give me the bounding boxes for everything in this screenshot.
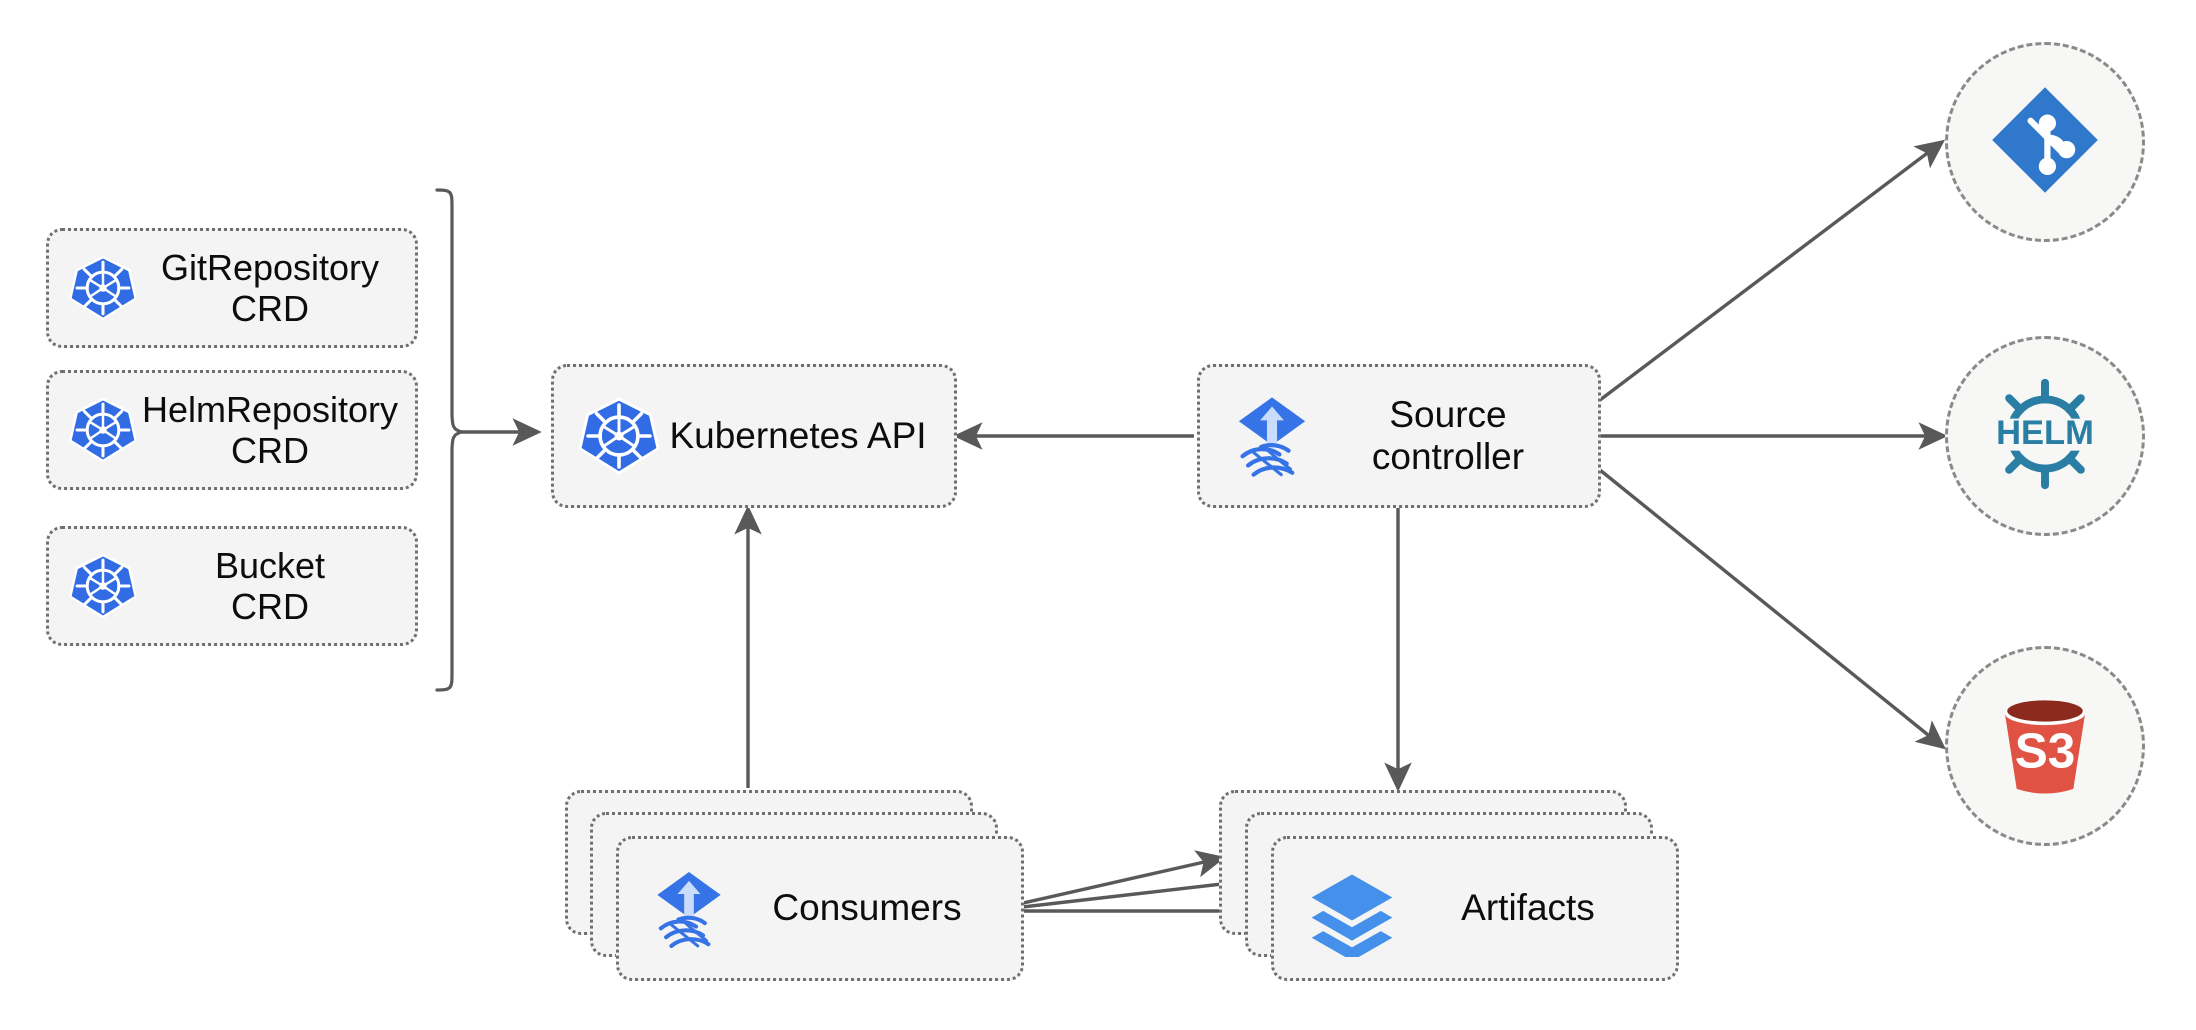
node-kubernetes-api[interactable]: Kubernetes API [551, 364, 957, 508]
node-label: Source controller [1371, 393, 1525, 477]
node-label: Bucket CRD [214, 544, 326, 627]
helm-icon: HELM [1981, 370, 2109, 503]
s3-bucket-icon: S3 [1986, 685, 2104, 808]
helm-label: HELM [1996, 414, 2094, 452]
node-label: GitRepository CRD [160, 246, 380, 329]
endpoint-helm[interactable]: HELM [1945, 336, 2145, 536]
node-source-controller[interactable]: Source controller [1197, 364, 1601, 508]
node-label: Consumers [772, 887, 962, 929]
edge-source-controller-to-git [1598, 139, 1946, 402]
node-gitrepository-crd[interactable]: GitRepository CRD [46, 228, 418, 348]
flux-icon [645, 865, 733, 953]
endpoint-git[interactable] [1945, 42, 2145, 242]
s3-label: S3 [2015, 722, 2076, 778]
flux-icon [1226, 390, 1318, 482]
node-label: Artifacts [1461, 887, 1595, 929]
node-label: Kubernetes API [669, 414, 927, 456]
node-label: HelmRepository CRD [141, 388, 399, 471]
kubernetes-icon [67, 394, 139, 466]
kubernetes-icon [67, 550, 139, 622]
layers-icon [1304, 861, 1400, 957]
kubernetes-icon [67, 252, 139, 324]
node-artifacts[interactable]: Artifacts [1271, 836, 1679, 981]
kubernetes-icon [576, 393, 662, 479]
git-icon [1985, 80, 2105, 205]
node-bucket-crd[interactable]: Bucket CRD [46, 526, 418, 646]
node-consumers[interactable]: Consumers [616, 836, 1024, 981]
edge-consumers-to-artifacts-middle [987, 870, 1252, 913]
edge-source-controller-to-s3 [1598, 468, 1946, 750]
crd-group-brace [435, 188, 464, 692]
endpoint-s3[interactable]: S3 [1945, 646, 2145, 846]
node-helmrepository-crd[interactable]: HelmRepository CRD [46, 370, 418, 490]
